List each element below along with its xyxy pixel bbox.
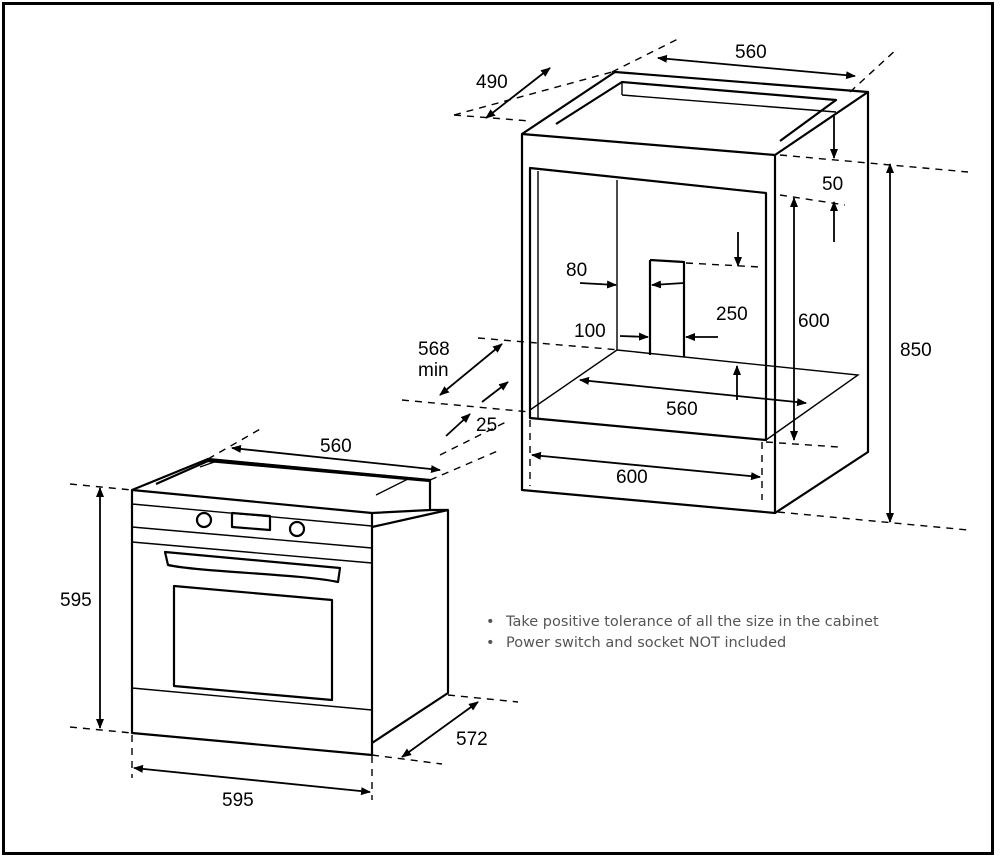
floor-width-label: 560 (666, 399, 698, 420)
min-depth-arrow (439, 343, 503, 396)
cabinet-top-width-label: 560 (735, 42, 767, 63)
cabinet-top-width-arrow (657, 54, 856, 80)
oven-window (172, 584, 334, 702)
cabinet-top-face (521, 70, 870, 156)
vent-width-arrow-left (579, 280, 617, 289)
oven-width-label: 595 (222, 790, 254, 811)
oven-top-width-arrow (231, 444, 441, 474)
vent-offset-arrow (619, 332, 649, 341)
note-text: Power switch and socket NOT included (506, 635, 787, 651)
oven-depth-arrow (401, 701, 479, 758)
cabinet-drawing (401, 37, 969, 531)
oven-drawing (69, 427, 519, 800)
cabinet-vent-slot (648, 258, 686, 357)
oven-right-knob (288, 520, 306, 538)
oven-width-arrow (133, 764, 371, 796)
min-depth-min-label: min (418, 360, 449, 381)
cabinet-right-side (774, 92, 870, 514)
oven-display (230, 511, 272, 532)
installation-notes: • Take positive tolerance of all the size… (486, 612, 946, 654)
vent-offset-label: 100 (574, 321, 606, 342)
top-gap-label: 50 (822, 174, 843, 195)
note-text: Take positive tolerance of all the size … (506, 614, 879, 630)
note-bullet: • (486, 614, 495, 630)
note-item: • Take positive tolerance of all the size… (486, 612, 946, 633)
base-width-label: 600 (616, 467, 648, 488)
oven-top-width-label: 560 (320, 436, 352, 457)
front-gap-label: 25 (476, 415, 497, 436)
oven-height-label: 595 (60, 590, 92, 611)
front-gap-arrow-bottom (445, 413, 471, 437)
base-width-arrow (531, 451, 761, 481)
cabinet-dimensions (439, 54, 894, 523)
oven-depth-label: 572 (456, 729, 488, 750)
vent-height-label: 250 (716, 304, 748, 325)
cabinet-top-opening (555, 80, 838, 142)
floor-width-arrow (579, 376, 807, 407)
vent-width-arrow-right (651, 280, 685, 289)
inner-height-label: 600 (798, 311, 830, 332)
oven-dimensions (96, 444, 479, 796)
oven-left-knob (195, 511, 213, 529)
front-gap-arrow-top (481, 381, 509, 403)
cabinet-depth-arrow (485, 67, 551, 119)
oven-control-panel (131, 503, 373, 564)
vent-width-label: 80 (566, 260, 587, 281)
note-item: • Power switch and socket NOT included (486, 633, 946, 654)
cabinet-depth-label: 490 (476, 72, 508, 93)
oven-side-face (371, 508, 450, 744)
min-depth-label: 568 (418, 339, 450, 360)
oven-handle (163, 550, 342, 584)
total-height-label: 850 (900, 340, 932, 361)
note-bullet: • (486, 635, 495, 651)
